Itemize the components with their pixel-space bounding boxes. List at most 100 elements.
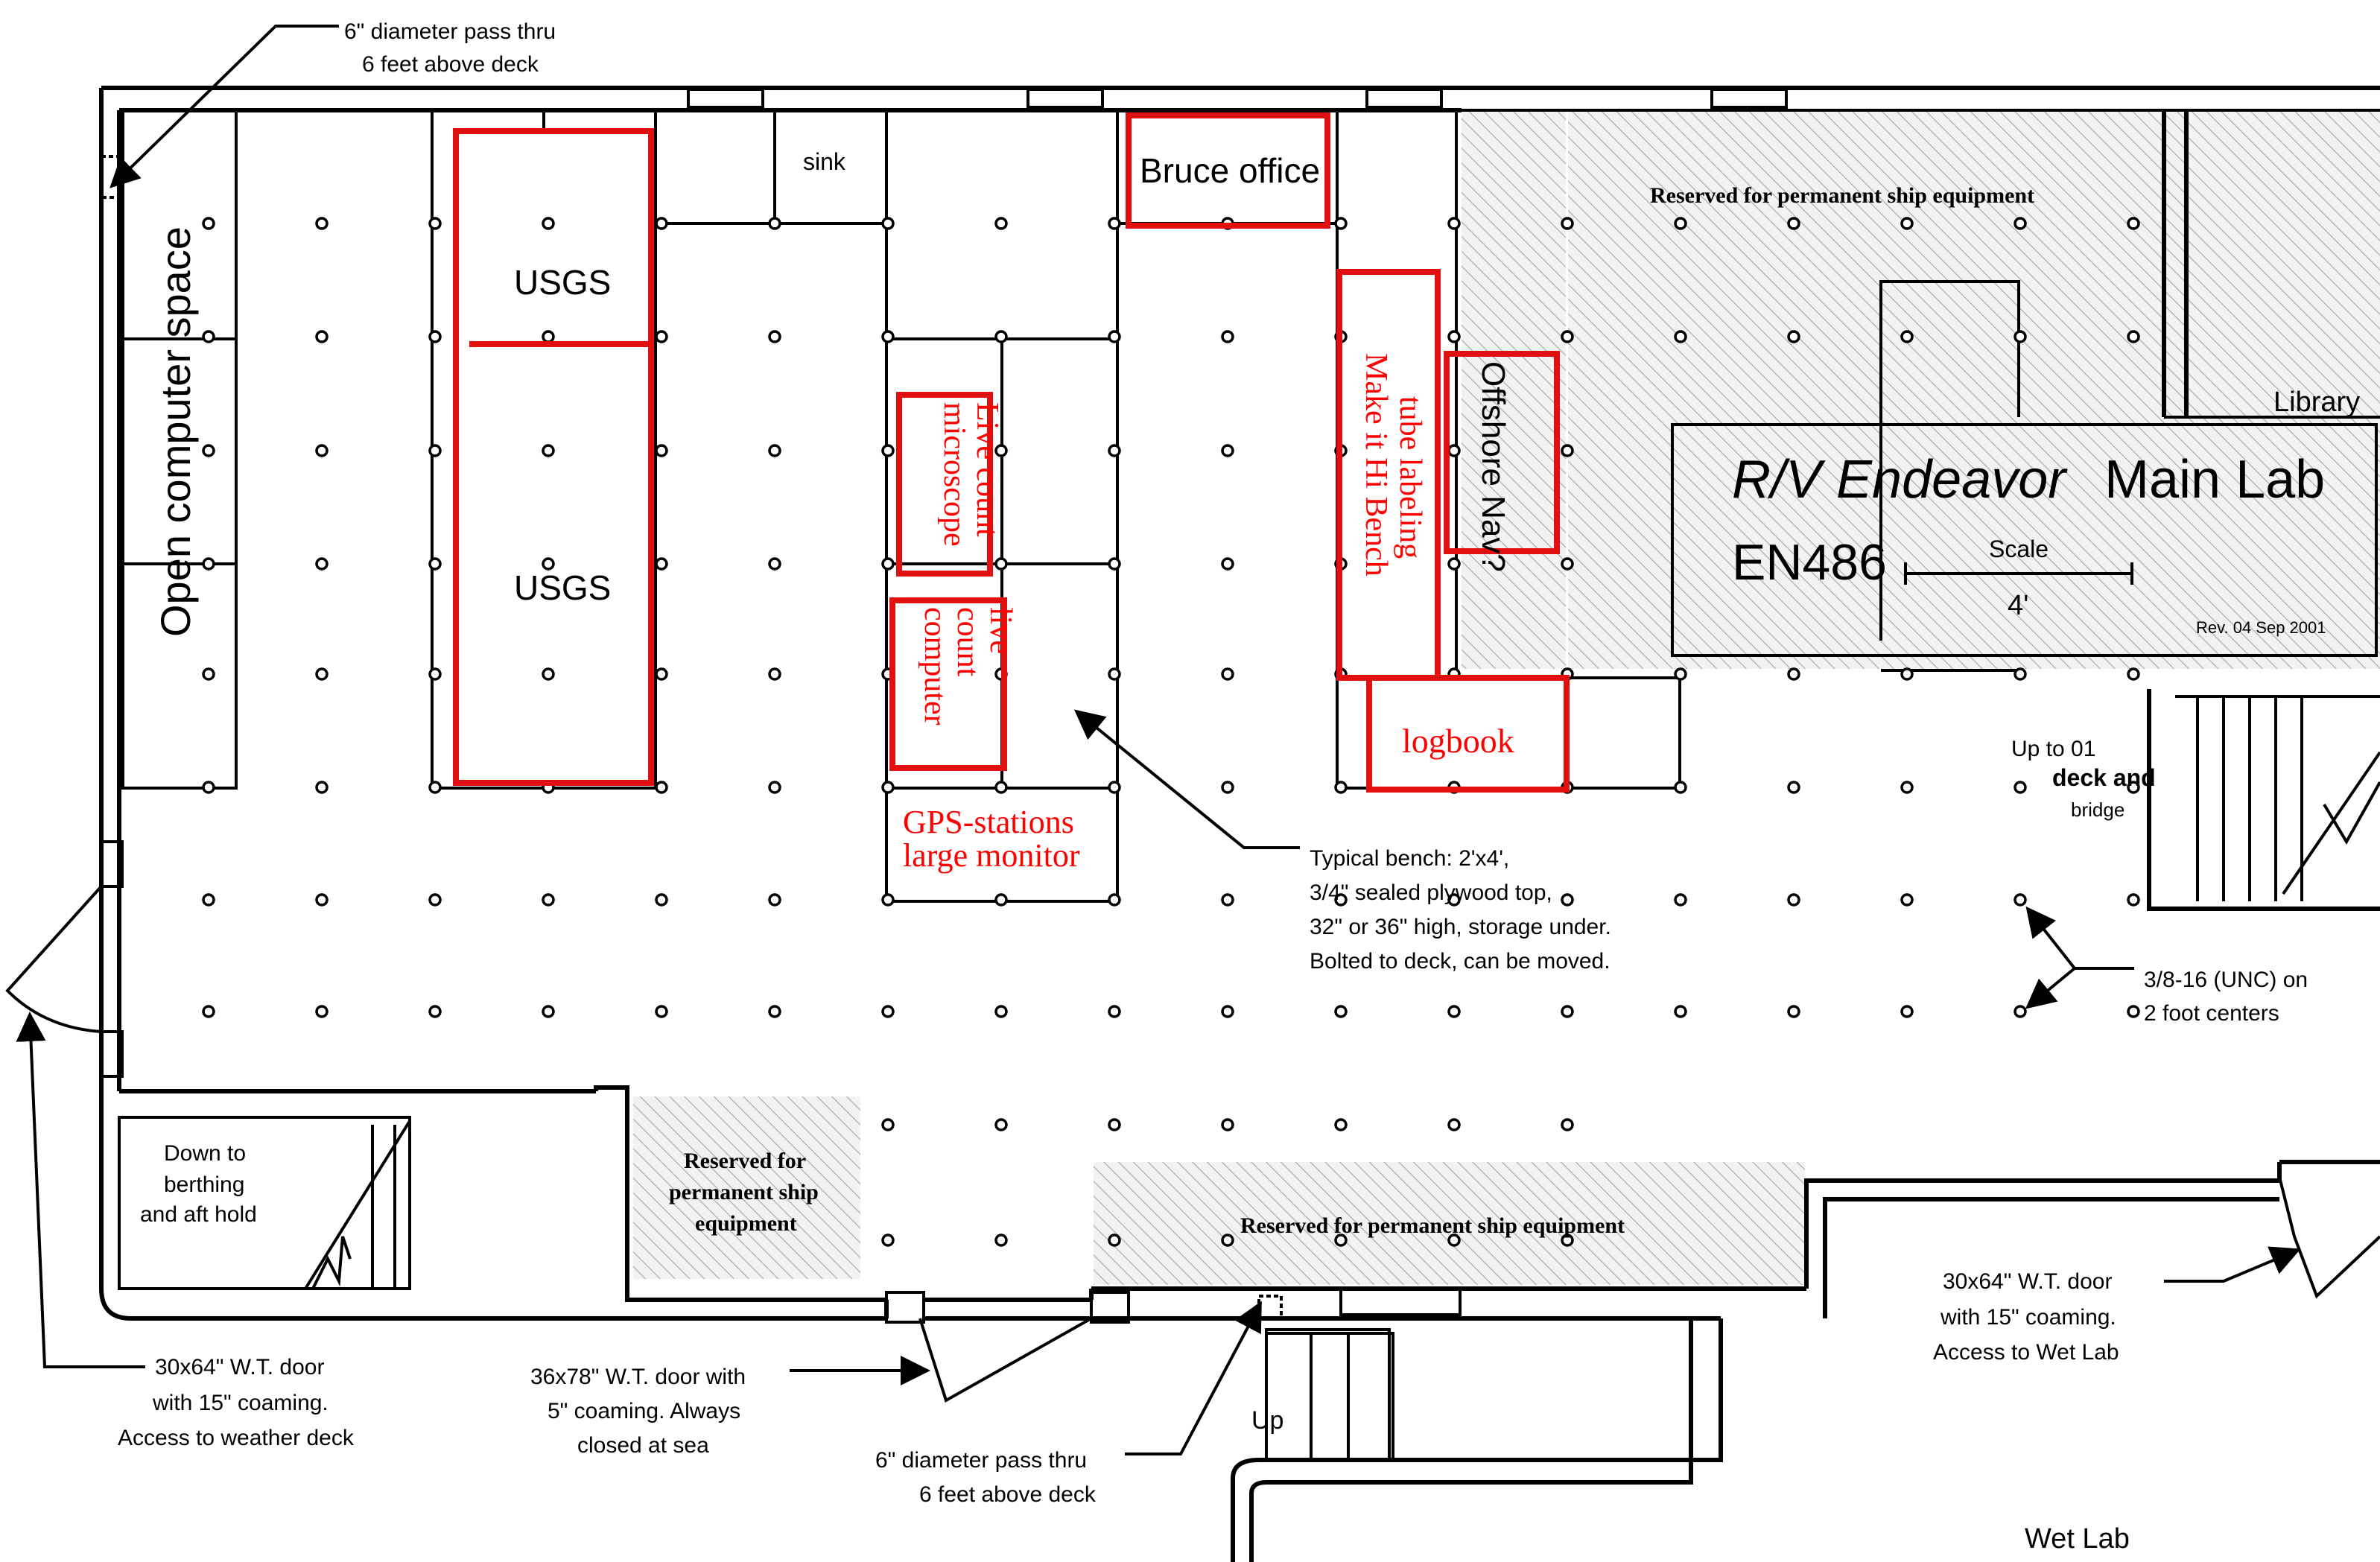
unc-note-line-2: 2 foot centers — [2144, 1001, 2279, 1026]
usgs-box — [453, 128, 654, 786]
deck-stud — [1674, 781, 1687, 794]
deck-stud — [881, 1005, 895, 1018]
deck-stud — [1108, 667, 1121, 681]
deck-stud — [1221, 444, 1234, 457]
deck-stud — [315, 444, 329, 457]
up-label: Up — [1251, 1406, 1283, 1435]
deck-stud — [655, 330, 668, 343]
deck-stud — [994, 217, 1008, 230]
svg-text:count: count — [951, 607, 985, 677]
deck-stud — [1561, 444, 1574, 457]
bruce-office-box — [1126, 112, 1330, 229]
deck-stud — [1561, 1118, 1574, 1131]
deck-stud — [1447, 1118, 1461, 1131]
deck-stud — [1561, 330, 1574, 343]
up-to-01-line-3: bridge — [2071, 799, 2124, 821]
deck-stud — [768, 781, 781, 794]
deck-stud — [1900, 330, 1914, 343]
deck-stud — [542, 557, 555, 571]
deck-stud — [1221, 557, 1234, 571]
deck-stud — [1561, 217, 1574, 230]
deck-stud — [315, 557, 329, 571]
offshore-nav-box — [1444, 351, 1560, 554]
deck-stud — [315, 217, 329, 230]
deck-stud — [542, 330, 555, 343]
deck-stud — [1334, 893, 1348, 907]
deck-stud — [1561, 557, 1574, 571]
deck-stud — [1221, 1234, 1234, 1247]
deck-stud — [1108, 1005, 1121, 1018]
deck-stud — [655, 893, 668, 907]
deck-stud — [1787, 330, 1800, 343]
deck-stud — [1900, 781, 1914, 794]
deck-stud — [768, 217, 781, 230]
deck-stud — [428, 330, 442, 343]
deck-stud — [881, 557, 895, 571]
deck-stud — [2127, 217, 2140, 230]
deck-stud — [2127, 1005, 2140, 1018]
pass-thru-top-leader — [110, 25, 339, 188]
deck-stud — [1108, 217, 1121, 230]
deck-stud — [2014, 330, 2027, 343]
title-block: R/V Endeavor Main Lab EN486 Scale 4' Rev… — [1671, 423, 2378, 657]
deck-stud — [994, 1234, 1008, 1247]
deck-stud — [428, 557, 442, 571]
deck-stud — [881, 217, 895, 230]
reserved-areas — [633, 110, 2380, 1285]
bench-note-line-2: 3/4" sealed plywood top, — [1310, 880, 1552, 905]
hull-walls — [5, 86, 2380, 1562]
deck-stud — [2014, 893, 2027, 907]
deck-stud — [1561, 1005, 1574, 1018]
deck-stud — [1334, 217, 1348, 230]
weather-door-line-2: with 15" coaming. — [152, 1391, 329, 1415]
wet-lab-door-line-3: Access to Wet Lab — [1933, 1340, 2119, 1365]
deck-stud — [768, 1005, 781, 1018]
bench-note-line-4: Bolted to deck, can be moved. — [1310, 949, 1611, 974]
deck-stud — [1221, 1118, 1234, 1131]
cruise-id: EN486 — [1732, 534, 1887, 591]
logbook-box — [1366, 675, 1570, 793]
wet-lab-door-line-2: with 15" coaming. — [1940, 1305, 2116, 1330]
deck-stud — [1787, 667, 1800, 681]
up-to-01-line-1: Up to 01 — [2011, 737, 2095, 761]
deck-stud — [1108, 330, 1121, 343]
deck-stud — [542, 444, 555, 457]
bench-note-line-3: 32" or 36" high, storage under. — [1310, 915, 1611, 939]
pass-thru-bottom-line-1: 6" diameter pass thru — [875, 1448, 1087, 1473]
deck-stud — [315, 1005, 329, 1018]
tube-labeling-label: tube labeling Make it Hi Bench — [1359, 353, 1427, 577]
wet-lab-label: Wet Lab — [2025, 1523, 2130, 1555]
deck-stud — [1334, 1118, 1348, 1131]
deck-stud — [1787, 781, 1800, 794]
reserved-area-top — [1462, 110, 1566, 669]
deck-stud — [1900, 667, 1914, 681]
deck-stud — [2127, 893, 2140, 907]
deck-stud — [1221, 330, 1234, 343]
deck-stud — [1787, 217, 1800, 230]
deck-stud — [881, 330, 895, 343]
deck-stud — [881, 893, 895, 907]
deck-stud — [202, 330, 215, 343]
deck-stud — [1108, 444, 1121, 457]
deck-stud — [1334, 1005, 1348, 1018]
deck-stud — [2014, 1005, 2027, 1018]
deck-stud — [428, 781, 442, 794]
reserved-top-label: Reserved for permanent ship equipment — [1650, 183, 2034, 208]
deck-stud — [202, 444, 215, 457]
deck-stud — [768, 444, 781, 457]
deck-stud — [2127, 667, 2140, 681]
bench-note-line-1: Typical bench: 2'x4', — [1310, 846, 1509, 871]
open-computer-label: Open computer space — [152, 226, 199, 637]
deck-stud — [655, 1005, 668, 1018]
logbook-label: logbook — [1402, 722, 1514, 760]
deck-stud — [1900, 893, 1914, 907]
deck-stud — [1334, 781, 1348, 794]
gps-label-2: large monitor — [903, 837, 1080, 874]
deck-stud — [994, 1005, 1008, 1018]
pass-thru-top-line-1: 6" diameter pass thru — [344, 19, 556, 44]
reserved-area-bottom-middle — [1094, 1162, 1805, 1285]
svg-text:Make it Hi Bench: Make it Hi Bench — [1359, 353, 1393, 577]
deck-stud — [1447, 217, 1461, 230]
deck-stud — [1108, 1234, 1121, 1247]
bench-note-leader — [1073, 709, 1300, 849]
